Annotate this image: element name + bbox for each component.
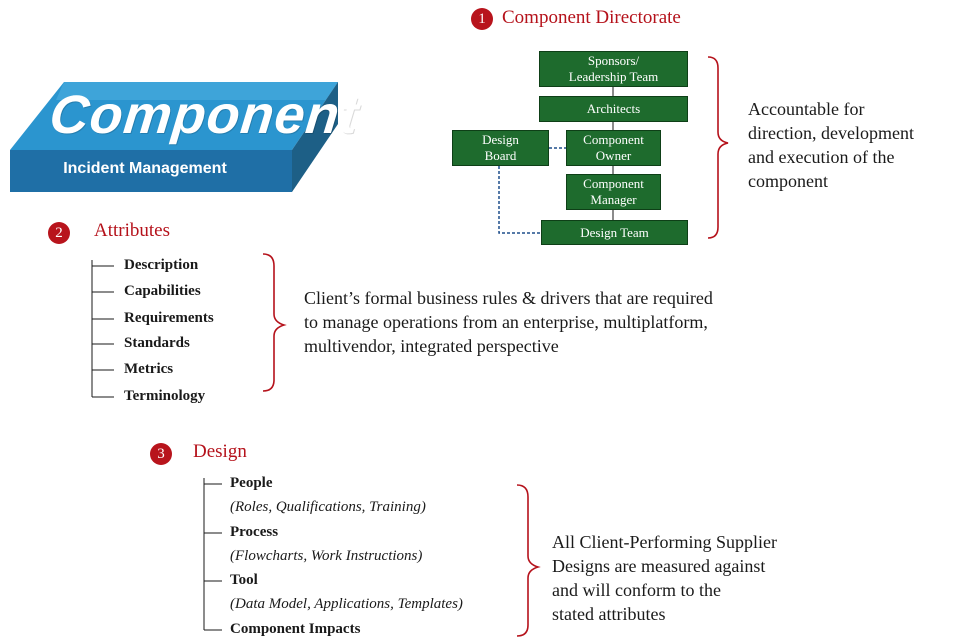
section-number-3: 3 (150, 443, 172, 465)
block-side-face (292, 82, 338, 192)
block-subtitle: Incident Management (63, 160, 227, 177)
design-item-name: Process (230, 524, 279, 540)
box-line: Design Team (580, 224, 649, 240)
attribute-item: Description (124, 257, 199, 273)
block-title: Component (46, 85, 363, 145)
design-team-box: Design Team (541, 220, 688, 245)
block-top-highlight (56, 82, 338, 100)
design-item-detail: (Data Model, Applications, Templates) (230, 596, 463, 612)
attributes-title: Attributes (94, 220, 170, 241)
box-line: Manager (590, 192, 637, 207)
section-number-2: 2 (48, 222, 70, 244)
sponsors-box: Sponsors/ Leadership Team (539, 51, 688, 87)
box-line: Leadership Team (568, 69, 659, 84)
component-manager-box: Component Manager (566, 174, 661, 210)
directorate-description: Accountable for direction, development a… (748, 97, 914, 193)
description-line: and will conform to the (552, 580, 721, 600)
box-line: Design (482, 132, 519, 147)
section-number-1: 1 (471, 8, 493, 30)
design-item-detail: (Roles, Qualifications, Training) (230, 499, 426, 515)
description-line: Client’s formal business rules & drivers… (304, 288, 713, 308)
design-item-name: People (230, 475, 273, 491)
description-line: component (748, 171, 828, 191)
design-board-box: Design Board (452, 130, 549, 166)
description-line: and execution of the (748, 147, 895, 167)
description-line: direction, development (748, 123, 914, 143)
brace-directorate (707, 56, 729, 239)
attribute-item: Metrics (124, 361, 174, 377)
attribute-item: Requirements (124, 310, 214, 326)
box-line: Component (583, 132, 644, 147)
block-front-face (10, 150, 292, 192)
design-item-name: Tool (230, 572, 258, 588)
box-line: Sponsors/ (587, 53, 640, 68)
architects-box: Architects (539, 96, 688, 122)
attribute-item: Capabilities (124, 283, 201, 299)
description-line: multivendor, integrated perspective (304, 336, 559, 356)
attribute-item: Terminology (124, 388, 206, 404)
box-line: Architects (586, 101, 641, 116)
design-item-detail: (Flowcharts, Work Instructions) (230, 548, 423, 564)
description-line: to manage operations from an enterprise,… (304, 312, 708, 332)
attributes-description: Client’s formal business rules & drivers… (304, 286, 713, 358)
brace-design (516, 484, 541, 637)
description-line: All Client-Performing Supplier (552, 532, 777, 552)
brace-attributes (262, 253, 287, 392)
box-line: Owner (595, 148, 632, 163)
attribute-item: Standards (124, 335, 190, 351)
box-line: Component (583, 176, 644, 191)
dashed-connector (498, 166, 541, 234)
design-title: Design (193, 441, 247, 462)
design-description: All Client-Performing Supplier Designs a… (552, 530, 777, 626)
description-line: Accountable for (748, 99, 865, 119)
component-owner-box: Component Owner (566, 130, 661, 166)
box-line: Board (484, 148, 517, 163)
description-line: stated attributes (552, 604, 666, 624)
design-item-name: Component Impacts (230, 621, 361, 637)
description-line: Designs are measured against (552, 556, 766, 576)
directorate-title: Component Directorate (502, 7, 681, 28)
